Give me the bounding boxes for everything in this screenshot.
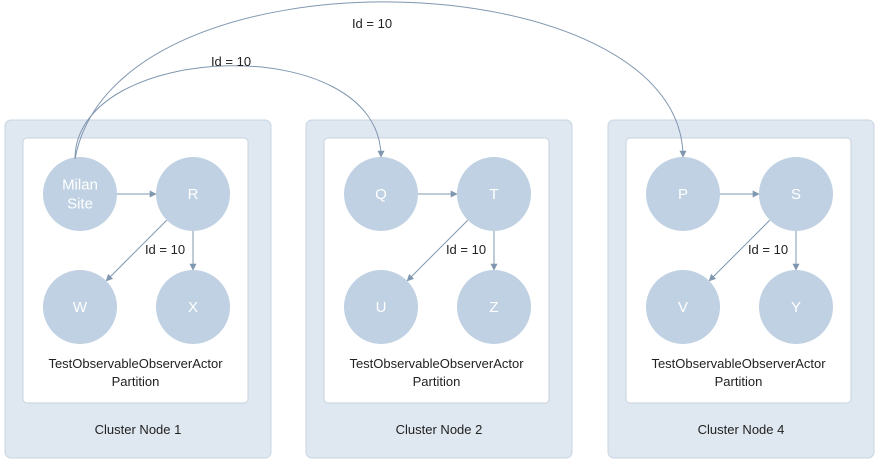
cross-edge-label: Id = 10 bbox=[211, 54, 251, 69]
actor-w: W bbox=[43, 270, 117, 344]
actor-circle bbox=[43, 270, 117, 344]
actor-circle bbox=[759, 270, 833, 344]
actor-circle bbox=[646, 270, 720, 344]
actor-z: Z bbox=[457, 270, 531, 344]
actor-s: S bbox=[759, 157, 833, 231]
actor-q: Q bbox=[344, 157, 418, 231]
cluster-node-label: Cluster Node 1 bbox=[95, 422, 182, 437]
actor-t: T bbox=[457, 157, 531, 231]
actor-label: X bbox=[188, 299, 198, 316]
actor-label: T bbox=[489, 186, 498, 203]
edge-label: Id = 10 bbox=[446, 242, 486, 257]
cross-edge-label: Id = 10 bbox=[352, 16, 392, 31]
actor-circle bbox=[646, 157, 720, 231]
partition-label: Partition bbox=[715, 374, 763, 389]
actor-circle bbox=[344, 270, 418, 344]
actor-circle bbox=[759, 157, 833, 231]
cluster-node-label: Cluster Node 4 bbox=[698, 422, 785, 437]
actor-r: R bbox=[156, 157, 230, 231]
partition-label: Partition bbox=[112, 374, 160, 389]
actor-label: R bbox=[188, 186, 199, 203]
edge-arrow bbox=[105, 219, 168, 282]
actor-u: U bbox=[344, 270, 418, 344]
actor-circle bbox=[43, 157, 117, 231]
actor-circle bbox=[156, 270, 230, 344]
actor-x: X bbox=[156, 270, 230, 344]
cross-edge-arrow bbox=[74, 1, 687, 160]
partition-label: Partition bbox=[413, 374, 461, 389]
actor-circle bbox=[457, 157, 531, 231]
actor-v: V bbox=[646, 270, 720, 344]
cluster-node-label: Cluster Node 2 bbox=[396, 422, 483, 437]
partition-label: TestObservableObserverActor bbox=[349, 356, 524, 371]
actor-label: Z bbox=[489, 299, 498, 316]
edge-arrow bbox=[708, 219, 771, 282]
actor-label: Milan bbox=[62, 177, 98, 194]
actor-label: Y bbox=[791, 299, 801, 316]
actor-circle bbox=[156, 157, 230, 231]
actor-circle bbox=[344, 157, 418, 231]
actor-label: U bbox=[376, 299, 387, 316]
edge-label: Id = 10 bbox=[748, 242, 788, 257]
edge-label: Id = 10 bbox=[145, 242, 185, 257]
actor-p: P bbox=[646, 157, 720, 231]
actor-label: S bbox=[791, 186, 801, 203]
actor-label: P bbox=[678, 186, 688, 203]
actor-label: V bbox=[678, 299, 688, 316]
cluster-node-2: Id = 10 Q T U Z TestObservableObserverActorPa… bbox=[305, 119, 573, 459]
edge-arrow bbox=[406, 219, 469, 282]
actor-circle bbox=[457, 270, 531, 344]
actor-label: W bbox=[73, 299, 88, 316]
partition-label: TestObservableObserverActor bbox=[651, 356, 826, 371]
cluster-node-3: Id = 10 P S V Y TestObservableObserverActorPa… bbox=[607, 119, 875, 459]
actor-label: Q bbox=[375, 186, 387, 203]
partition-label: TestObservableObserverActor bbox=[48, 356, 223, 371]
actor-label: Site bbox=[67, 196, 93, 213]
actor-y: Y bbox=[759, 270, 833, 344]
